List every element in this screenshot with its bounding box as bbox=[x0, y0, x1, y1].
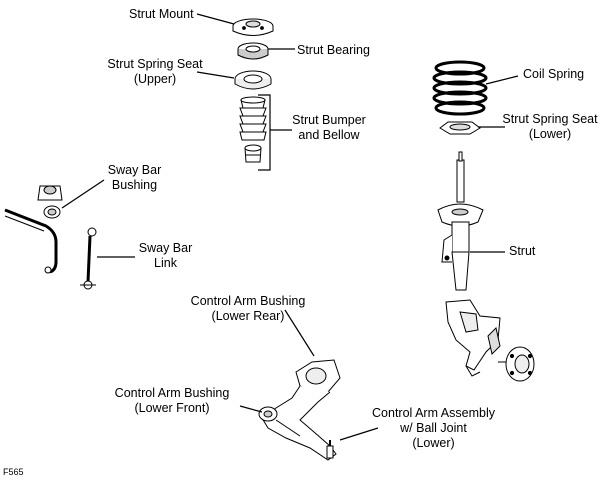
label-ca-bushing-front-line1: Control Arm Bushing bbox=[114, 386, 230, 400]
label-ca-bushing-rear: Control Arm Bushing (Lower Rear) bbox=[183, 294, 313, 324]
knuckle-hub-part bbox=[445, 299, 535, 382]
label-spring-seat-upper-line2: (Upper) bbox=[133, 72, 177, 86]
label-ca-assembly: Control Arm Assembly w/ Ball Joint (Lowe… bbox=[366, 406, 501, 451]
strut-part bbox=[437, 151, 484, 291]
label-sway-bar-link-line2: Link bbox=[154, 256, 177, 270]
label-ca-assembly-line2: w/ Ball Joint bbox=[400, 421, 467, 435]
label-spring-seat-lower-line2: (Lower) bbox=[528, 127, 572, 141]
upper-spring-seat-part bbox=[234, 70, 272, 90]
label-ca-assembly-line3: (Lower) bbox=[412, 436, 455, 450]
label-strut-bearing: Strut Bearing bbox=[297, 43, 370, 57]
label-ca-bushing-front-line2: (Lower Front) bbox=[134, 401, 210, 415]
label-sway-bar-link: Sway Bar Link bbox=[128, 241, 203, 271]
lower-spring-seat-part bbox=[439, 121, 481, 135]
label-bumper-bellow: Strut Bumper and Bellow bbox=[289, 113, 369, 143]
label-ca-bushing-rear-line1: Control Arm Bushing bbox=[190, 294, 306, 308]
bumper-bellow-part bbox=[239, 96, 267, 163]
label-bumper-line2: and Bellow bbox=[298, 128, 360, 142]
label-sway-bar-bushing-line1: Sway Bar bbox=[107, 163, 162, 177]
figure-id: F565 bbox=[3, 467, 24, 477]
label-spring-seat-lower-line1: Strut Spring Seat bbox=[502, 112, 598, 126]
label-strut-mount: Strut Mount bbox=[129, 7, 194, 21]
label-sway-bar-link-line1: Sway Bar bbox=[138, 241, 193, 255]
label-sway-bar-bushing: Sway Bar Bushing bbox=[97, 163, 172, 193]
label-ca-bushing-rear-line2: (Lower Rear) bbox=[211, 309, 285, 323]
coil-spring-part bbox=[432, 60, 488, 116]
strut-mount-part bbox=[232, 18, 274, 36]
label-spring-seat-upper: Strut Spring Seat (Upper) bbox=[100, 57, 210, 87]
label-spring-seat-lower: Strut Spring Seat (Lower) bbox=[495, 112, 605, 142]
control-arm-part bbox=[258, 359, 341, 461]
label-strut: Strut bbox=[509, 244, 536, 258]
label-coil-spring: Coil Spring bbox=[523, 67, 585, 81]
label-bumper-line1: Strut Bumper bbox=[292, 113, 366, 127]
label-ca-bushing-front: Control Arm Bushing (Lower Front) bbox=[107, 386, 237, 416]
label-sway-bar-bushing-line2: Bushing bbox=[111, 178, 158, 192]
label-ca-assembly-line1: Control Arm Assembly bbox=[372, 406, 495, 420]
leader-lines bbox=[61, 13, 519, 441]
sway-bar-part bbox=[4, 185, 63, 274]
sway-bar-link-part bbox=[80, 227, 97, 290]
strut-bearing-part bbox=[237, 42, 269, 60]
label-spring-seat-upper-line1: Strut Spring Seat bbox=[107, 57, 203, 71]
